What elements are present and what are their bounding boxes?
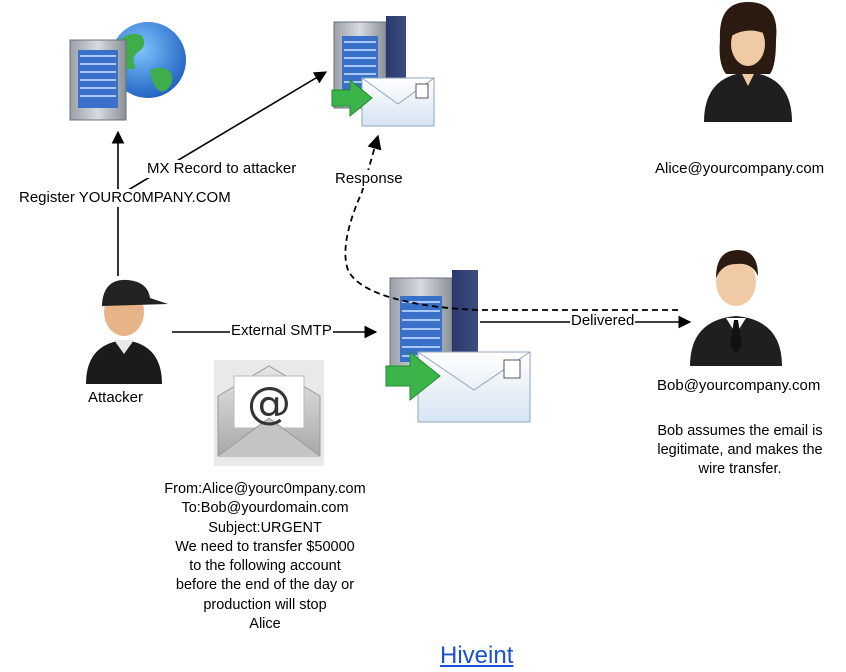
email-envelope-icon: @ — [214, 360, 324, 466]
bob-email-label: Bob@yourcompany.com — [657, 377, 821, 394]
email-from: From:Alice@yourc0mpany.com — [164, 481, 366, 497]
email-line: before the end of the day or — [175, 577, 355, 594]
bob-note: Bob assumes the email is legitimate, and… — [640, 422, 840, 479]
email-to: To:Bob@yourdomain.com — [181, 500, 349, 517]
attacker-label: Attacker — [88, 389, 144, 406]
bob-icon — [690, 250, 782, 366]
server-globe-icon — [69, 22, 186, 121]
bob-note-line: wire transfer. — [698, 461, 782, 477]
bob-note-line: Bob assumes the email is — [657, 423, 823, 439]
email-line: We need to transfer $50000 — [175, 538, 355, 555]
external-smtp-label: External SMTP — [230, 322, 333, 340]
mail-server-icon — [385, 270, 531, 423]
email-body: From:Alice@yourc0mpany.com To:Bob@yourdo… — [140, 480, 390, 634]
delivered-label: Delivered — [570, 312, 636, 330]
credit-link[interactable]: Hiveint — [440, 642, 514, 669]
at-symbol: @ — [247, 378, 291, 429]
alice-icon — [704, 2, 792, 122]
register-label: Register YOURC0MPANY.COM — [18, 189, 232, 207]
email-line: to the following account — [189, 558, 341, 575]
email-subject: Subject:URGENT — [208, 519, 322, 536]
email-signature: Alice — [249, 616, 281, 633]
attacker-icon — [86, 279, 168, 384]
email-line: production will stop — [203, 596, 327, 613]
bob-note-line: legitimate, and makes the — [657, 442, 823, 458]
alice-email-label: Alice@yourcompany.com — [655, 160, 825, 177]
response-label: Response — [334, 170, 404, 188]
mx-record-label: MX Record to attacker — [146, 160, 298, 178]
mail-server-icon — [331, 16, 435, 127]
